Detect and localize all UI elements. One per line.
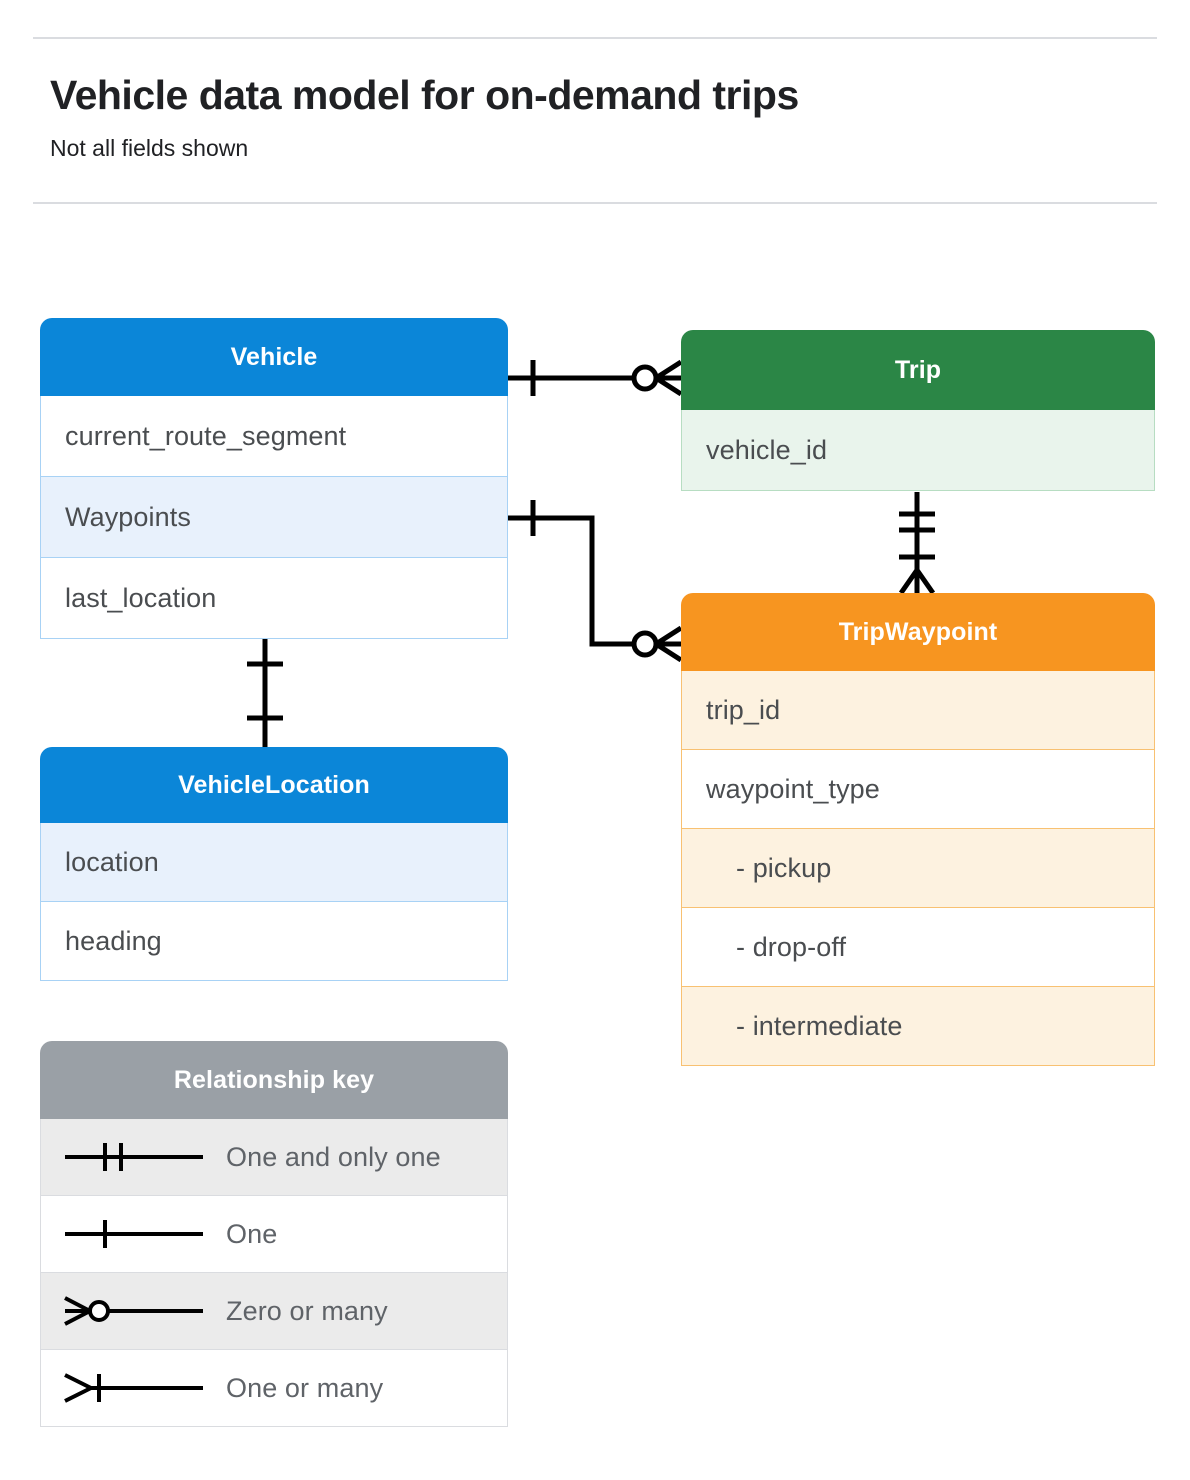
relationship-key-legend[interactable]: Relationship key One and only one — [40, 1041, 508, 1427]
field-row-enum[interactable]: - intermediate — [681, 987, 1155, 1066]
entity-trip-waypoint[interactable]: TripWaypoint trip_id waypoint_type - pic… — [681, 593, 1155, 1066]
entity-trip-waypoint-header: TripWaypoint — [681, 593, 1155, 671]
field-row[interactable]: waypoint_type — [681, 750, 1155, 829]
legend-label: One or many — [226, 1372, 384, 1403]
entity-trip-header: Trip — [681, 330, 1155, 410]
header-divider-bottom — [33, 202, 1157, 204]
page-title: Vehicle data model for on-demand trips — [50, 72, 799, 118]
field-row[interactable]: Waypoints — [40, 477, 508, 558]
header-divider-top — [33, 37, 1157, 39]
field-row[interactable]: last_location — [40, 558, 508, 639]
entity-trip-waypoint-fields: trip_id waypoint_type - pickup - drop-of… — [681, 671, 1155, 1066]
legend-label: One and only one — [226, 1141, 441, 1172]
one-or-many-icon — [41, 1350, 226, 1426]
legend-item-one[interactable]: One — [40, 1196, 508, 1273]
entity-vehicle-header: Vehicle — [40, 318, 508, 396]
connector-trip-tripwaypoint — [898, 492, 936, 595]
field-row[interactable]: heading — [40, 902, 508, 981]
zero-or-many-icon — [41, 1273, 226, 1349]
entity-vehicle[interactable]: Vehicle current_route_segment Waypoints … — [40, 318, 508, 639]
field-row[interactable]: trip_id — [681, 671, 1155, 750]
legend-label: Zero or many — [226, 1295, 388, 1326]
entity-trip[interactable]: Trip vehicle_id — [681, 330, 1155, 491]
relationship-key-rows: One and only one One — [40, 1119, 508, 1427]
entity-vehicle-location-header: VehicleLocation — [40, 747, 508, 823]
field-row-enum[interactable]: - drop-off — [681, 908, 1155, 987]
connector-vehicle-trip — [508, 359, 683, 397]
entity-vehicle-location-fields: location heading — [40, 823, 508, 981]
field-row[interactable]: vehicle_id — [681, 410, 1155, 491]
legend-item-zero-or-many[interactable]: Zero or many — [40, 1273, 508, 1350]
field-row[interactable]: location — [40, 823, 508, 902]
entity-trip-fields: vehicle_id — [681, 410, 1155, 491]
field-row-enum[interactable]: - pickup — [681, 829, 1155, 908]
one-and-only-one-icon — [41, 1119, 226, 1195]
connector-waypoints-tripwaypoint — [508, 500, 683, 663]
legend-label: One — [226, 1218, 278, 1249]
page-subtitle: Not all fields shown — [50, 135, 249, 161]
connector-vehicle-vehiclelocation — [247, 637, 283, 747]
entity-vehicle-location[interactable]: VehicleLocation location heading — [40, 747, 508, 981]
legend-item-one-and-only-one[interactable]: One and only one — [40, 1119, 508, 1196]
relationship-key-header: Relationship key — [40, 1041, 508, 1119]
field-row[interactable]: current_route_segment — [40, 396, 508, 477]
entity-vehicle-fields: current_route_segment Waypoints last_loc… — [40, 396, 508, 639]
legend-item-one-or-many[interactable]: One or many — [40, 1350, 508, 1427]
one-icon — [41, 1196, 226, 1272]
